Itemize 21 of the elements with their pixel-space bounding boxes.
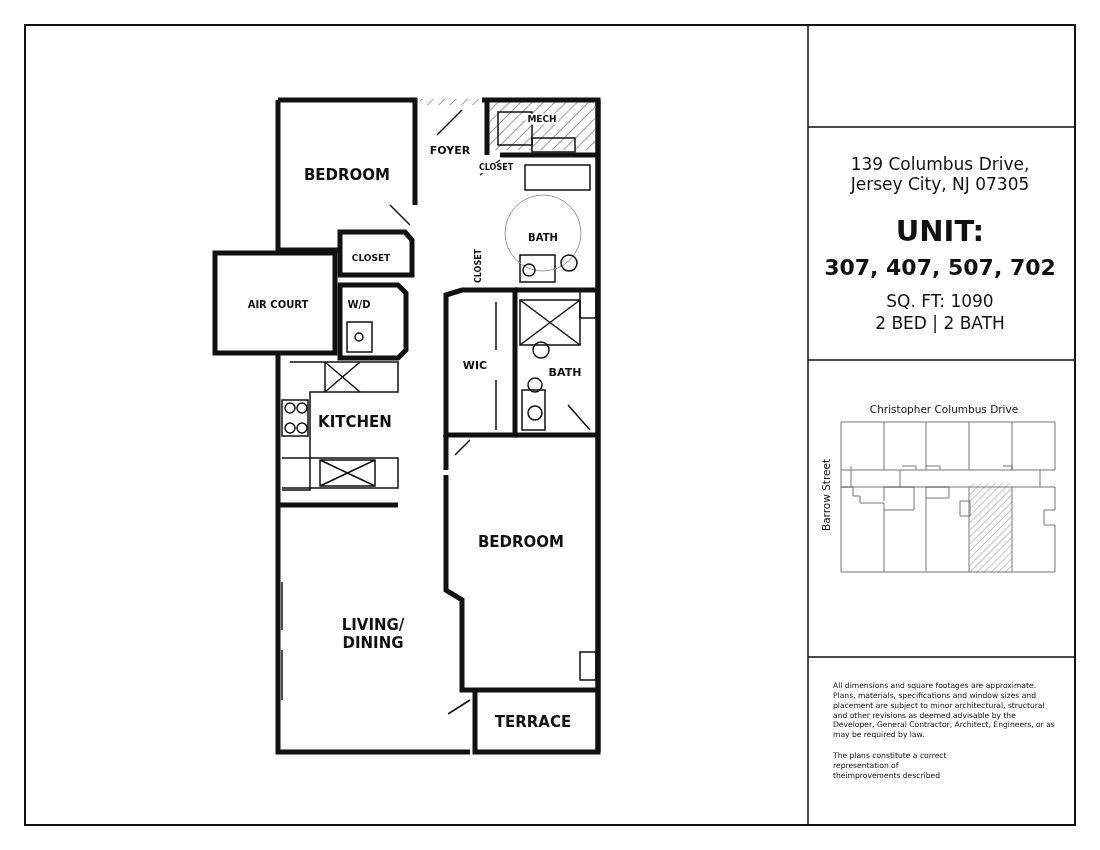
street-label: Christopher Columbus Drive: [869, 402, 1019, 416]
street-label: Barrow Street: [819, 458, 833, 532]
room-label: CLOSET: [474, 248, 484, 284]
room-label: FOYER: [429, 144, 471, 158]
room-label: CLOSET: [351, 252, 391, 264]
room-label: TERRACE: [494, 713, 572, 731]
address-text: 139 Columbus Drive, Jersey City, NJ 07305: [849, 153, 1031, 195]
room-label: AIR COURT: [247, 299, 309, 311]
room-label: BEDROOM: [477, 533, 565, 551]
room-label: BATH: [548, 366, 582, 380]
room-label: CLOSET: [476, 163, 516, 173]
room-label: BEDROOM: [303, 166, 391, 184]
room-label: KITCHEN: [318, 413, 392, 431]
room-label: W/D: [347, 299, 371, 311]
unit-numbers: 307, 407, 507, 702: [824, 254, 1056, 282]
unit-heading: UNIT:: [895, 213, 985, 249]
room-label: BATH: [528, 232, 558, 244]
room-label: MECH: [525, 113, 559, 125]
square-footage: SQ. FT: 1090: [886, 290, 994, 312]
bed-bath-count: 2 BED | 2 BATH: [875, 312, 1005, 334]
room-label: LIVING/ DINING: [340, 616, 406, 652]
